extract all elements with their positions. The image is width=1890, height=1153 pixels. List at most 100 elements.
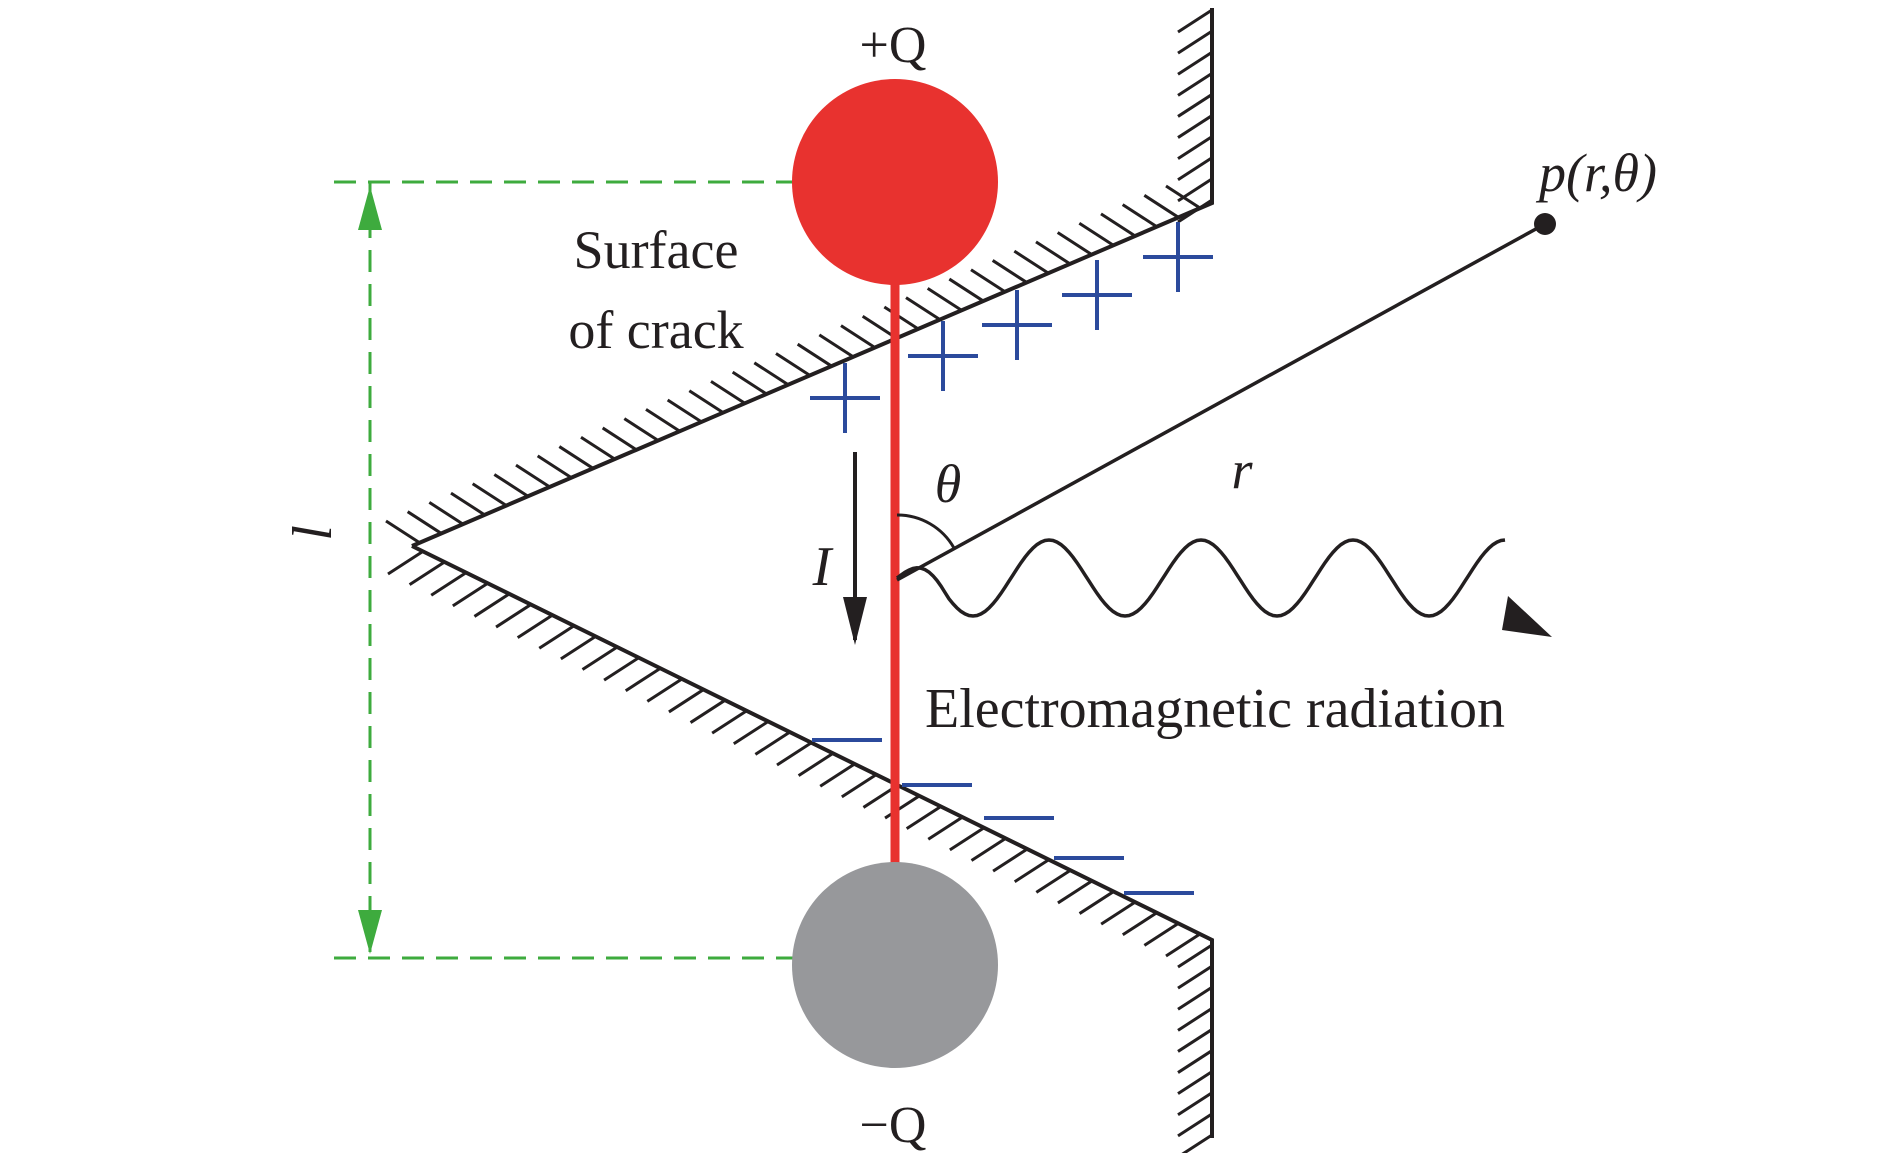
hatch-mark (623, 417, 660, 442)
hatch-mark (387, 550, 423, 576)
hatch-mark (776, 741, 812, 767)
hatch-mark (560, 635, 596, 661)
hatch-mark (1177, 1091, 1213, 1117)
hatch-mark (883, 305, 920, 331)
hatch-mark (624, 667, 661, 692)
surface-of-crack-label-line2: of crack (568, 300, 743, 360)
plus-charge-label: +Q (860, 17, 927, 74)
hatch-mark (840, 324, 876, 349)
hatch-mark (797, 752, 834, 777)
hatch-mark (581, 646, 618, 671)
hatch-mark (731, 370, 768, 396)
hatch-mark (603, 656, 639, 682)
em-wave (895, 538, 1506, 618)
hatch-mark (1121, 203, 1158, 228)
surface-charges (810, 222, 1213, 895)
hatch-mark (689, 699, 726, 724)
hatch-mark (1143, 194, 1180, 219)
hatch-mark (1177, 964, 1213, 990)
crack-surface (385, 8, 1214, 1153)
dimension-arrow-up-icon (358, 186, 382, 230)
hatch-mark (1035, 240, 1071, 266)
hatch-mark (1165, 932, 1201, 958)
hatch-mark (558, 445, 595, 470)
hatch-mark (471, 482, 508, 508)
em-radiation-label: Electromagnetic radiation (925, 678, 1505, 740)
hatch-mark (1177, 1049, 1213, 1074)
hatch-mark (1078, 221, 1115, 247)
hatch-mark (1035, 869, 1072, 894)
length-dimension (334, 180, 888, 960)
hatch-mark (905, 805, 942, 830)
length-label: l (282, 525, 344, 541)
dimension-arrow-down-icon (358, 910, 382, 954)
hatch-mark (949, 826, 985, 852)
hatch-mark (450, 491, 486, 517)
hatch-mark (601, 426, 638, 452)
hatch-mark (1013, 858, 1050, 883)
theta-label: θ (935, 454, 962, 514)
hatch-mark (666, 398, 703, 424)
hatch-mark (753, 361, 790, 387)
plus-sign-icon (1062, 260, 1132, 330)
hatch-mark (406, 510, 443, 535)
hatch-mark (992, 847, 1028, 873)
plus-sign-icon (810, 363, 880, 433)
hatch-mark (1165, 184, 1201, 210)
hatch-mark (1177, 135, 1213, 160)
hatch-mark (1143, 922, 1180, 947)
hatch-mark (1177, 1028, 1213, 1053)
hatch-mark (1177, 198, 1213, 224)
hatch-mark (1013, 249, 1050, 275)
hatch-mark (754, 731, 791, 756)
hatch-mark (1177, 985, 1213, 1011)
hatch-mark (1121, 911, 1158, 937)
hatch-mark (688, 389, 725, 414)
hatch-mark (538, 625, 575, 650)
hatch-mark (970, 268, 1006, 294)
crack-hatching (385, 8, 1213, 1153)
hatch-mark (796, 342, 833, 368)
crack-upper-surface (411, 8, 1214, 548)
hatch-mark (1177, 8, 1213, 34)
hatch-mark (430, 571, 467, 597)
hatch-mark (884, 794, 920, 820)
hatch-mark (385, 519, 421, 545)
hatch-mark (1177, 156, 1213, 182)
hatch-mark (948, 277, 985, 303)
hatch-mark (970, 837, 1007, 862)
hatch-mark (493, 473, 530, 498)
hatch-mark (1177, 93, 1213, 118)
hatch-mark (408, 561, 445, 586)
plus-sign-icon (982, 290, 1052, 360)
hatch-mark (1177, 29, 1213, 55)
negative-charge (792, 862, 998, 1068)
hatch-mark (428, 501, 465, 526)
radius-line (896, 222, 1546, 582)
field-point-dot (1534, 213, 1556, 235)
hatch-mark (991, 259, 1028, 284)
field-point-label: p(r,θ) (1535, 143, 1657, 203)
hatch-mark (452, 582, 488, 608)
hatch-mark (1181, 1133, 1213, 1153)
hatch-mark (927, 816, 964, 841)
hatch-mark (1100, 900, 1136, 926)
hatch-mark (710, 380, 746, 405)
hatch-mark (536, 454, 573, 480)
radius-label: r (1231, 440, 1253, 500)
hatch-mark (1056, 231, 1093, 256)
hatch-mark (1177, 1112, 1213, 1138)
hatch-mark (926, 287, 963, 312)
hatch-mark (818, 333, 855, 359)
hatch-mark (775, 352, 811, 377)
hatch-mark (473, 593, 510, 618)
em-wave-arrowhead-icon (1502, 596, 1552, 637)
hatch-mark (711, 709, 747, 735)
plus-sign-icon (908, 321, 978, 391)
plus-sign-icon (1143, 222, 1213, 292)
hatch-mark (646, 678, 683, 703)
hatch-mark (1177, 1007, 1213, 1032)
current-arrowhead-icon (843, 597, 867, 645)
crack-lower-surface (411, 544, 1214, 1138)
